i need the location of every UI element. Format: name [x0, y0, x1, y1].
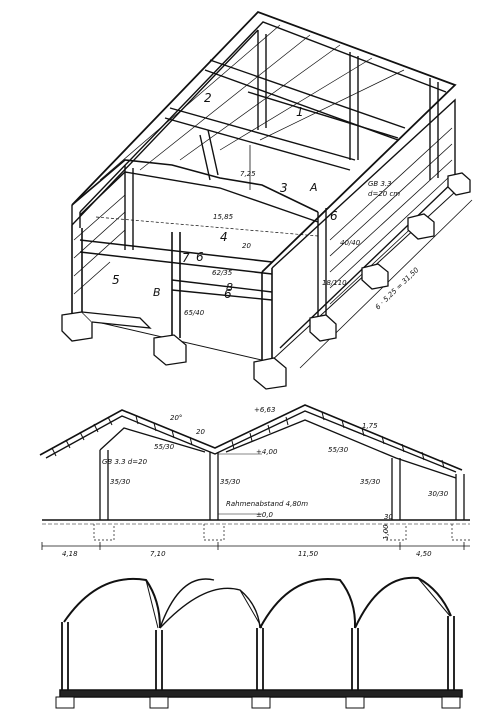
small-dim: 1,75: [362, 422, 378, 430]
col-4: 30/30: [428, 490, 449, 498]
part-label-6a: 6: [330, 209, 338, 223]
gb-label: GB 3.3: [368, 180, 392, 188]
part-label-5: 5: [112, 273, 120, 287]
level-mid: +4,00: [256, 448, 278, 456]
isometric-view: [71, 10, 473, 369]
bottom-dim-3: 11,50: [298, 550, 319, 558]
part-label-6b: 6: [196, 250, 204, 264]
found-dim-100: 1,00: [382, 524, 390, 540]
detail-marker-b: B: [153, 286, 161, 299]
dim-1585: 15,85: [213, 213, 234, 221]
bottom-dim-1: 4,18: [62, 550, 78, 558]
dim-62-35: 62/35: [212, 269, 233, 277]
dim-20: 20: [242, 242, 251, 250]
dim-725: 7,25: [240, 170, 256, 178]
part-label-3: 3: [280, 181, 288, 195]
gb-thickness: d=20 cm: [368, 190, 400, 198]
dim-65-40: 65/40: [184, 309, 205, 317]
beam-right: 55/30: [328, 446, 349, 454]
beam-left: 55/30: [154, 443, 175, 451]
bottom-dim-4: 4,50: [416, 550, 432, 558]
part-label-2: 2: [204, 91, 212, 105]
col-1: 35/30: [110, 478, 131, 486]
arch-frame-view: [55, 576, 463, 709]
dim-18-110: 18/110: [322, 279, 347, 287]
part-label-7: 7: [182, 251, 190, 265]
found-dim-30: 30: [384, 513, 393, 521]
level-top: +6,63: [254, 406, 275, 414]
part-label-6c: 6: [224, 287, 232, 301]
roof-slope: 20°: [170, 414, 182, 422]
ridge-number: 20: [196, 428, 205, 436]
level-ground: ±0,0: [256, 511, 274, 519]
col-3: 35/30: [360, 478, 381, 486]
section-view: [39, 404, 470, 550]
foundation-blocks: [61, 172, 471, 390]
gb-left: GB 3.3 d=20: [102, 458, 148, 466]
dim-40-40: 40/40: [340, 239, 361, 247]
col-2: 35/30: [220, 478, 241, 486]
bottom-dim-2: 7,10: [150, 550, 166, 558]
part-label-1: 1: [296, 105, 304, 119]
part-label-8: 8: [226, 281, 233, 294]
detail-marker-a: A: [309, 181, 318, 194]
part-label-4: 4: [220, 230, 228, 244]
frame-spacing: Rahmenabstand 4,80m: [226, 500, 308, 508]
